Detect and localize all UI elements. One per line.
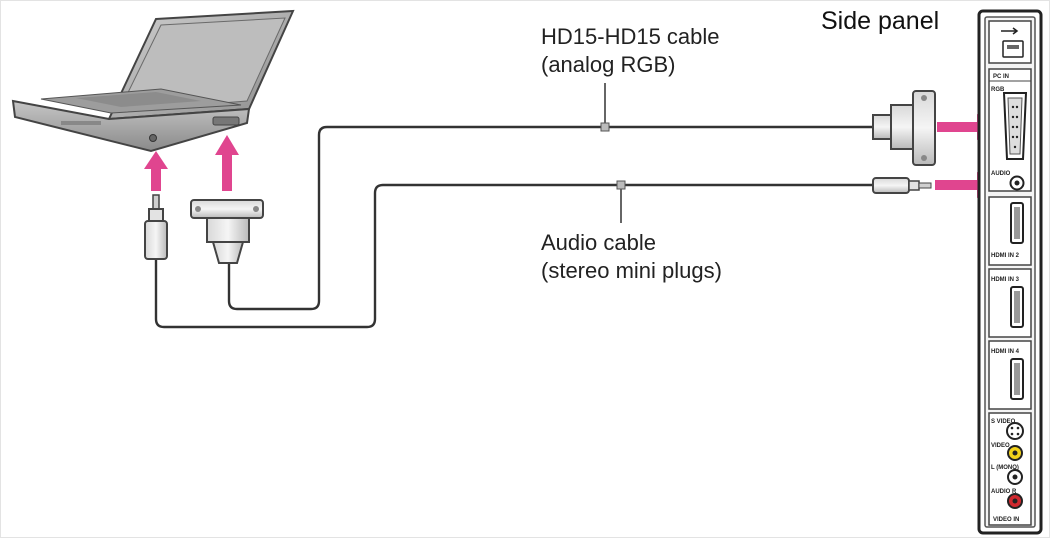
tv-side-panel: PC IN RGB AUDIO HDMI IN 2 HDMI IN 3	[977, 9, 1043, 535]
svg-text:HDMI IN 3: HDMI IN 3	[991, 277, 1020, 283]
svg-text:RGB: RGB	[991, 87, 1005, 93]
svg-text:AUDIO: AUDIO	[991, 171, 1011, 177]
svg-text:HDMI IN 4: HDMI IN 4	[991, 349, 1020, 355]
vga-cable-label-line2: (analog RGB)	[541, 52, 676, 77]
audio-plug-laptop-icon	[144, 194, 168, 260]
svg-text:VIDEO IN: VIDEO IN	[993, 517, 1019, 523]
laptop-icon	[11, 9, 295, 153]
audio-cable-label-line2: (stereo mini plugs)	[541, 258, 722, 283]
svg-text:VIDEO: VIDEO	[991, 443, 1010, 449]
audio-plug-panel-icon	[872, 177, 932, 194]
svg-text:HDMI IN 2: HDMI IN 2	[991, 253, 1020, 259]
svg-text:PC IN: PC IN	[993, 74, 1009, 80]
vga-plug-panel-icon	[872, 90, 936, 166]
svg-text:L (MONO): L (MONO)	[991, 465, 1019, 471]
side-panel-label: Side panel	[821, 7, 940, 35]
svg-text:AUDIO R: AUDIO R	[991, 489, 1017, 495]
vga-cable-label-line1: HD15-HD15 cable	[541, 24, 720, 49]
vga-plug-laptop-icon	[190, 199, 264, 264]
vga-cable-line	[227, 125, 873, 311]
svg-text:S VIDEO: S VIDEO	[991, 419, 1016, 425]
arrow-up-vga-icon	[215, 135, 239, 191]
audio-cable-label-line1: Audio cable	[541, 230, 656, 255]
arrow-up-audio-icon	[144, 151, 168, 191]
audio-cable-line	[154, 183, 873, 329]
